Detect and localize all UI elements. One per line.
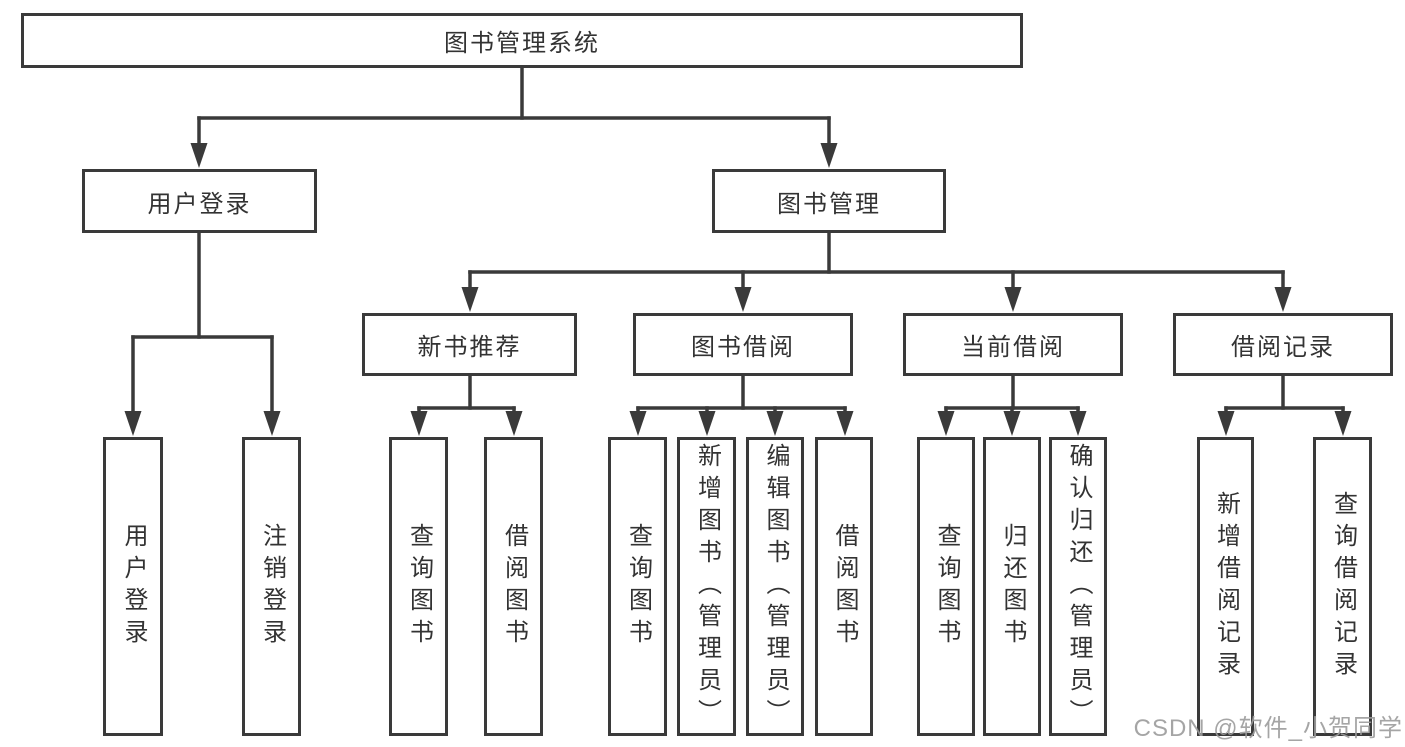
node-leaf-borrow-book-rec: 借阅图书	[484, 437, 543, 736]
node-label-leaf-query-book-current: 查询图书	[933, 522, 960, 651]
node-leaf-user-login: 用户登录	[103, 437, 163, 736]
node-label-leaf-borrow-book: 借阅图书	[831, 522, 858, 651]
node-label-leaf-query-book-rec: 查询图书	[405, 522, 433, 651]
arrowhead-icon	[124, 411, 142, 436]
arrowhead-icon	[836, 411, 854, 436]
arrowhead-icon	[629, 411, 647, 436]
arrowhead-icon	[1003, 411, 1021, 436]
node-leaf-borrow-book: 借阅图书	[815, 437, 873, 736]
node-leaf-confirm-return: 确认归还（管理员）	[1049, 437, 1107, 736]
node-user-login: 用户登录	[82, 169, 317, 233]
node-label-current-borrow: 当前借阅	[961, 334, 1065, 361]
arrowhead-icon	[1334, 411, 1352, 436]
node-label-book-borrow: 图书借阅	[691, 334, 795, 361]
node-leaf-return-book: 归还图书	[983, 437, 1041, 736]
node-label-book-mgmt: 图书管理	[777, 190, 881, 218]
node-label-leaf-confirm-return: 确认归还（管理员）	[1065, 442, 1092, 731]
arrowhead-icon	[734, 287, 752, 312]
arrowhead-icon	[1217, 411, 1235, 436]
node-leaf-edit-book: 编辑图书（管理员）	[746, 437, 804, 736]
node-book-mgmt: 图书管理	[712, 169, 946, 233]
arrowhead-icon	[766, 411, 784, 436]
node-current-borrow: 当前借阅	[903, 313, 1123, 376]
node-label-new-book-rec: 新书推荐	[417, 334, 522, 361]
node-label-leaf-query-book-borrow: 查询图书	[624, 522, 652, 651]
node-label-leaf-add-borrow-record: 新增借阅记录	[1212, 490, 1240, 683]
node-borrow-records: 借阅记录	[1173, 313, 1393, 376]
arrowhead-icon	[820, 143, 838, 168]
node-leaf-logout: 注销登录	[242, 437, 301, 736]
node-new-book-rec: 新书推荐	[362, 313, 577, 376]
arrowhead-icon	[505, 411, 523, 436]
arrowhead-icon	[1274, 287, 1292, 312]
watermark: CSDN @软件_小贺同学	[1133, 715, 1403, 742]
node-label-leaf-borrow-book-rec: 借阅图书	[500, 522, 528, 651]
node-label-leaf-logout: 注销登录	[258, 522, 286, 651]
node-label-leaf-user-login: 用户登录	[120, 522, 147, 651]
arrowhead-icon	[190, 143, 208, 168]
arrowhead-icon	[461, 287, 479, 312]
node-label-leaf-return-book: 归还图书	[999, 522, 1026, 651]
arrowhead-icon	[937, 411, 955, 436]
node-leaf-add-borrow-record: 新增借阅记录	[1197, 437, 1254, 736]
arrowhead-icon	[410, 411, 428, 436]
node-label-leaf-query-borrow-record: 查询借阅记录	[1329, 490, 1357, 683]
arrowhead-icon	[1069, 411, 1087, 436]
arrowhead-icon	[698, 411, 716, 436]
node-leaf-query-borrow-record: 查询借阅记录	[1313, 437, 1372, 736]
node-label-leaf-edit-book: 编辑图书（管理员）	[762, 442, 789, 731]
arrowhead-icon	[263, 411, 281, 436]
node-book-borrow: 图书借阅	[633, 313, 853, 376]
node-leaf-add-book: 新增图书（管理员）	[677, 437, 736, 736]
node-label-root: 图书管理系统	[444, 30, 600, 57]
node-leaf-query-book-borrow: 查询图书	[608, 437, 667, 736]
arrowhead-icon	[1004, 287, 1022, 312]
node-label-user-login: 用户登录	[147, 190, 252, 218]
node-leaf-query-book-current: 查询图书	[917, 437, 975, 736]
node-label-borrow-records: 借阅记录	[1231, 334, 1335, 361]
node-label-leaf-add-book: 新增图书（管理员）	[693, 442, 721, 731]
node-root: 图书管理系统	[21, 13, 1023, 68]
node-leaf-query-book-rec: 查询图书	[389, 437, 448, 736]
